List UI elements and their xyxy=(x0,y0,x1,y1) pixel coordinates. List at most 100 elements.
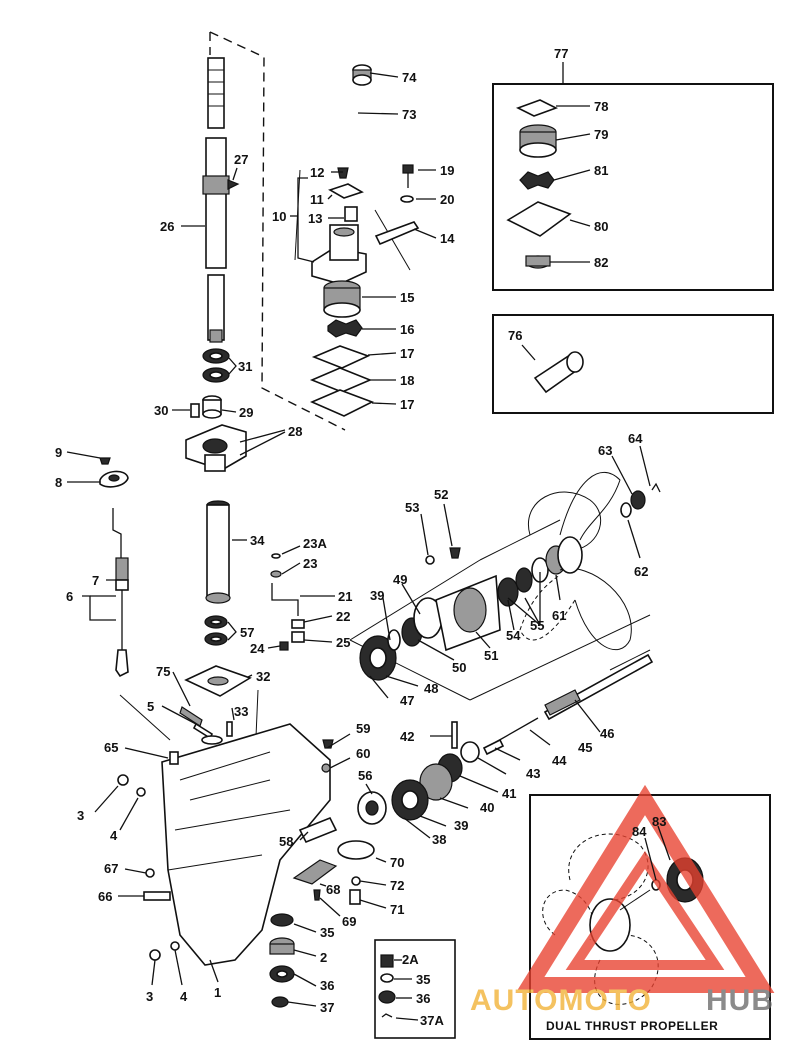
callout-36-inset: 36 xyxy=(416,991,430,1006)
gasket-17-upper xyxy=(311,345,371,369)
callout-79: 79 xyxy=(594,127,608,142)
callout-37A: 37A xyxy=(420,1013,444,1028)
callout-4-lower: 4 xyxy=(180,989,188,1004)
callout-6: 6 xyxy=(66,589,73,604)
callout-53: 53 xyxy=(405,500,419,515)
sleeve-29 xyxy=(202,395,222,419)
impeller-insert-15 xyxy=(323,280,361,318)
callout-12: 12 xyxy=(310,165,324,180)
grommet-74 xyxy=(352,64,372,86)
callout-16: 16 xyxy=(400,322,414,337)
cotter-pin-64 xyxy=(651,482,661,493)
callout-28: 28 xyxy=(288,424,302,439)
callout-11: 11 xyxy=(310,192,324,207)
screw-3a xyxy=(117,774,129,786)
callout-60: 60 xyxy=(356,746,370,761)
shift-linkage xyxy=(99,457,129,678)
callout-3-upper: 3 xyxy=(77,808,84,823)
callout-75: 75 xyxy=(156,664,170,679)
callout-45: 45 xyxy=(578,740,592,755)
callout-41: 41 xyxy=(502,786,516,801)
callout-73: 73 xyxy=(402,107,416,122)
callout-66: 66 xyxy=(98,889,112,904)
callout-83: 83 xyxy=(652,814,666,829)
gasket-32 xyxy=(184,665,252,697)
washer-4b xyxy=(170,941,180,951)
callout-80: 80 xyxy=(594,219,608,234)
callout-5: 5 xyxy=(147,699,154,714)
leader-lines xyxy=(66,72,671,1021)
callout-38: 38 xyxy=(432,832,446,847)
callout-3-lower: 3 xyxy=(146,989,153,1004)
callout-74: 74 xyxy=(402,70,417,85)
callout-57: 57 xyxy=(240,625,254,640)
callout-24: 24 xyxy=(250,641,265,656)
driveshaft-spline-marks xyxy=(208,69,224,107)
callout-2: 2 xyxy=(320,950,327,965)
inset-small-parts xyxy=(374,939,456,1039)
anode-68 xyxy=(292,859,338,885)
callout-78: 78 xyxy=(594,99,608,114)
callout-69: 69 xyxy=(342,914,356,929)
inset-caption: DUAL THRUST PROPELLER xyxy=(546,1019,718,1033)
lower-bearing-stack xyxy=(269,913,295,1008)
callout-67: 67 xyxy=(104,861,118,876)
gear-housing-1 xyxy=(161,723,331,966)
callout-42: 42 xyxy=(400,729,414,744)
bearing-31 xyxy=(202,348,230,383)
screw-66 xyxy=(143,891,171,901)
callout-30: 30 xyxy=(154,403,168,418)
spring-45 xyxy=(495,717,539,743)
pump-housing-10 xyxy=(311,224,367,285)
bearing-carrier-group xyxy=(359,545,567,681)
callout-59: 59 xyxy=(356,721,370,736)
callout-4-upper: 4 xyxy=(110,828,118,843)
plate-58 xyxy=(298,816,338,844)
watermark-text-b: HUB xyxy=(706,984,774,1017)
dowel-pin-30 xyxy=(190,403,200,418)
callout-10: 10 xyxy=(272,209,286,224)
pin-42 xyxy=(451,721,458,749)
callout-40: 40 xyxy=(480,800,494,815)
clutch-gear-41-40-39 xyxy=(357,753,463,825)
callout-17-lower: 17 xyxy=(400,397,414,412)
callout-32: 32 xyxy=(256,669,270,684)
impeller-16 xyxy=(327,319,363,338)
callout-77: 77 xyxy=(554,46,568,61)
fasteners-left xyxy=(117,774,180,961)
callout-76: 76 xyxy=(508,328,522,343)
callout-72: 72 xyxy=(390,878,404,893)
callout-23: 23 xyxy=(303,556,317,571)
callout-15: 15 xyxy=(400,290,414,305)
callout-81: 81 xyxy=(594,163,608,178)
callout-54: 54 xyxy=(506,628,521,643)
callout-1: 1 xyxy=(214,985,221,1000)
callout-27: 27 xyxy=(234,152,248,167)
callout-23A: 23A xyxy=(303,536,327,551)
callout-44: 44 xyxy=(552,753,567,768)
callout-47: 47 xyxy=(400,693,414,708)
callout-56: 56 xyxy=(358,768,372,783)
screw-19-head xyxy=(402,164,414,174)
ring-43 xyxy=(460,741,480,763)
callout-31: 31 xyxy=(238,359,252,374)
washer-4a xyxy=(136,787,146,797)
callout-52: 52 xyxy=(434,487,448,502)
callout-82: 82 xyxy=(594,255,608,270)
plate-18 xyxy=(309,367,373,393)
driveshaft-assembly xyxy=(202,57,240,343)
driveshaft-26 xyxy=(205,137,227,269)
callout-36: 36 xyxy=(320,978,334,993)
callout-55: 55 xyxy=(530,618,544,633)
callout-14: 14 xyxy=(440,231,455,246)
callout-58: 58 xyxy=(279,834,293,849)
inset-water-pump-kit-77 xyxy=(492,62,774,291)
callout-39-lower: 39 xyxy=(454,818,468,833)
callout-62: 62 xyxy=(634,564,648,579)
gasket-11 xyxy=(328,183,364,199)
callout-7: 7 xyxy=(92,573,99,588)
callout-48: 48 xyxy=(424,681,438,696)
watermark-logo: AUTOMOTO HUB xyxy=(470,784,775,1017)
vent-plug-screws xyxy=(292,739,375,905)
